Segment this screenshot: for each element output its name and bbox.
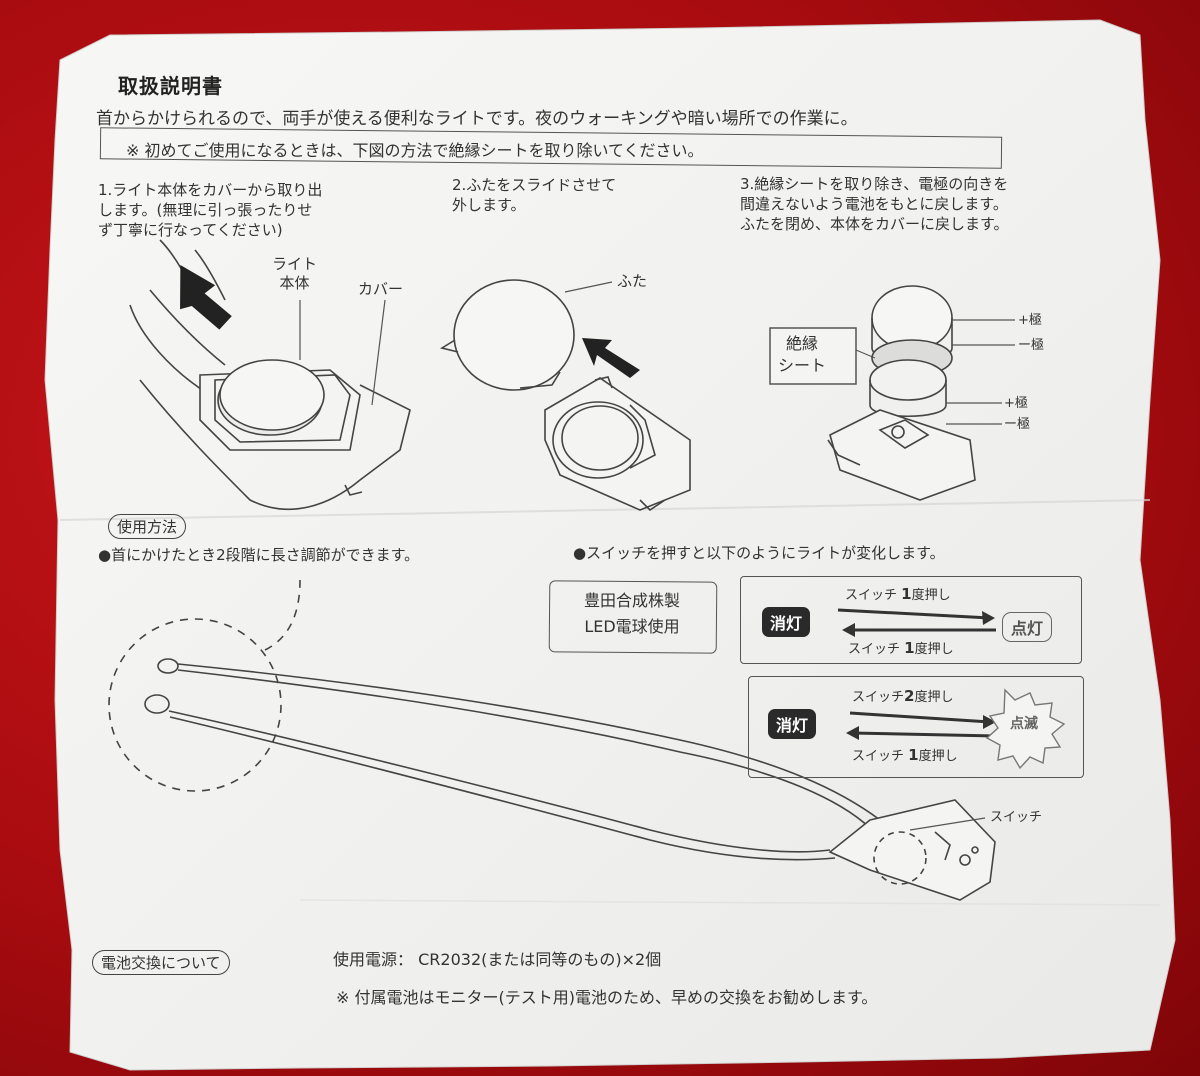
mode2-back-label: スイッチ 1度押し (852, 746, 958, 764)
blink-burst-icon (985, 688, 1066, 770)
step-1-text: 1.ライト本体をカバーから取り出 します。(無理に引っ張ったりせ ず丁寧に行なっ… (98, 181, 323, 239)
mode1-back-label: スイッチ 1度押し (848, 639, 954, 657)
arrow-right-icon (983, 715, 996, 729)
arrow-up-icon (180, 265, 232, 330)
plus-pole-top-label: +極 (1018, 313, 1042, 328)
step-3-text: 3.絶縁シートを取り除き、電極の向きを 間違えないよう電池をもとに戻します。 ふ… (740, 175, 1009, 233)
length-adjust-bullet: ●首にかけたとき2段階に長さ調節ができます。 (98, 546, 420, 564)
arrow-slide-icon (582, 338, 640, 378)
step3-illustration (827, 285, 976, 501)
mode-steady-box (740, 576, 1082, 664)
switch-behavior-bullet: ●スイッチを押すと以下のようにライトが変化します。 (573, 544, 945, 562)
mode2-off-badge: 消灯 (768, 709, 817, 739)
lanyard-illustration (108, 579, 996, 901)
battery-section-label: 電池交換について (92, 950, 230, 975)
mode-arrows (837, 608, 997, 738)
mode2-blink-label: 点滅 (1010, 716, 1038, 732)
intro-text: 首からかけられるので、両手が使える便利なライトです。夜のウォーキングや暗い場所で… (96, 109, 858, 129)
step2-illustration (439, 279, 691, 512)
arrow-right-icon (982, 611, 995, 625)
minus-pole-bottom-label: ー極 (1004, 417, 1031, 432)
minus-pole-top-label: ー極 (1018, 338, 1045, 353)
switch-label: スイッチ (990, 810, 1043, 825)
cover-label: カバー (358, 280, 404, 298)
battery-note: ※ 付属電池はモニター(テスト用)電池のため、早めの交換をお勧めします。 (336, 988, 878, 1007)
mode1-on-badge: 点灯 (1002, 612, 1053, 642)
page-title: 取扱説明書 (118, 74, 223, 98)
arrow-left-icon (846, 726, 859, 740)
step1-illustration (129, 239, 411, 511)
mode1-forward-label: スイッチ 1度押し (845, 585, 951, 603)
mode2-forward-label: スイッチ2度押し (852, 687, 954, 705)
light-body-label: ライト 本体 (272, 255, 318, 292)
arrow-left-icon (842, 623, 855, 637)
insulation-label-box (769, 327, 857, 385)
mode-blink-box (748, 676, 1084, 778)
plus-pole-bottom-label: +極 (1004, 396, 1028, 411)
led-note-text: 豊田合成株製 LED電球使用 (583, 591, 680, 636)
lid-label: ふた (617, 272, 648, 290)
usage-section-label: 使用方法 (108, 514, 187, 539)
step-2-text: 2.ふたをスライドさせて 外します。 (452, 176, 617, 214)
mode1-off-badge: 消灯 (762, 607, 811, 637)
insulation-sheet-label: 絶縁 シート (778, 334, 827, 375)
notice-text: ※ 初めてご使用になるときは、下図の方法で絶縁シートを取り除いてください。 (126, 141, 704, 160)
power-source-line: 使用電源： CR2032(または同等のもの)×2個 (333, 950, 662, 969)
